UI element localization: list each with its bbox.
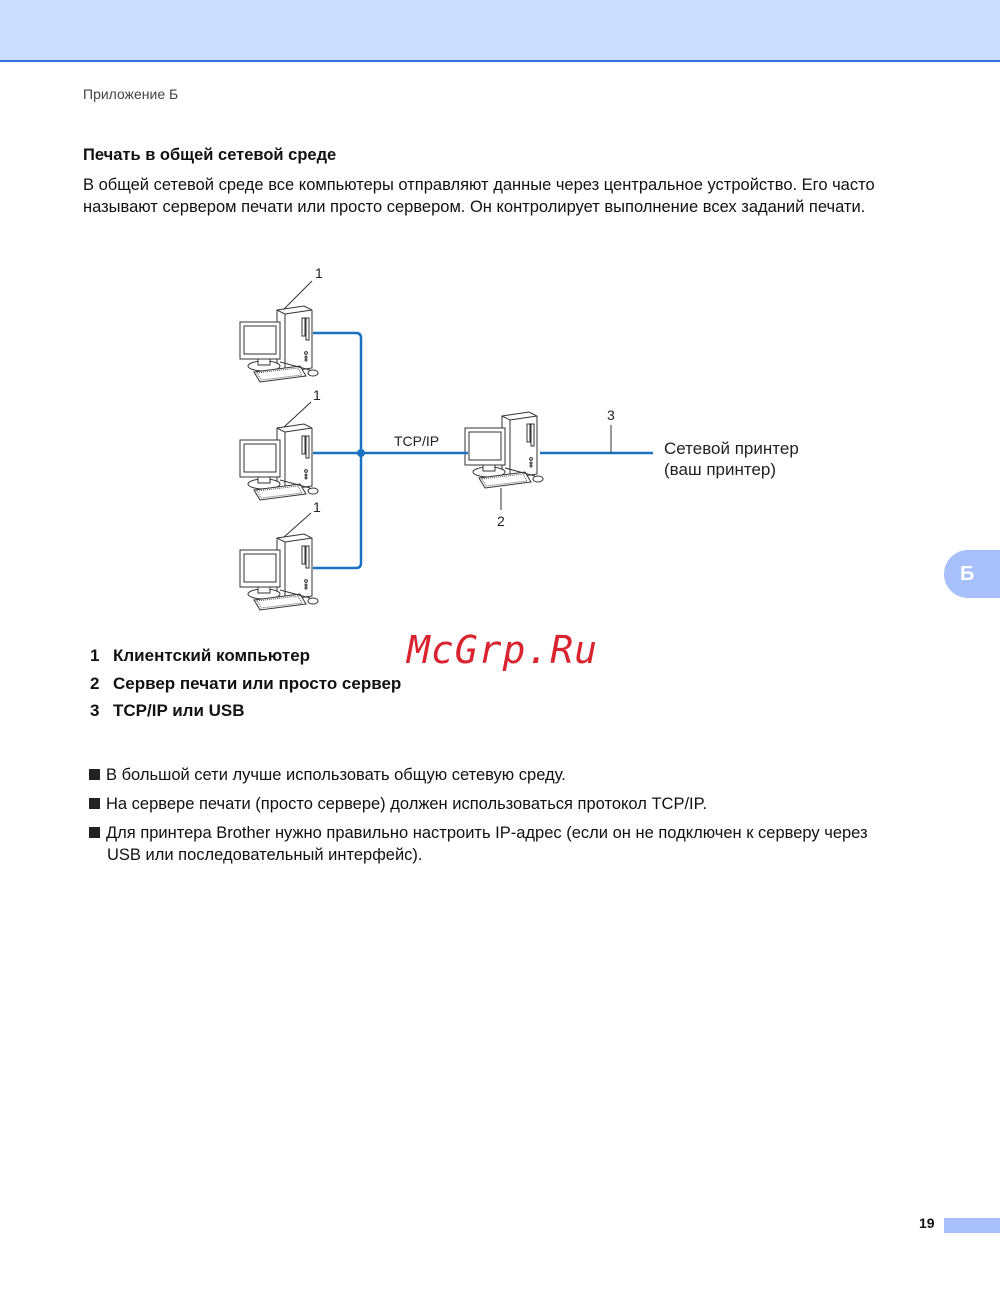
legend-num: 2: [90, 674, 100, 693]
printer-label: (ваш принтер): [664, 460, 776, 479]
footer-bar: [944, 1218, 1000, 1233]
watermark: McGrp.Ru: [407, 628, 599, 672]
chapter-tab[interactable]: Б: [944, 550, 1000, 598]
client-computer-3: [239, 533, 319, 611]
protocol-label: TCP/IP: [394, 433, 439, 449]
callout-leaders: [283, 280, 612, 538]
legend-text: Клиентский компьютер: [113, 646, 311, 665]
section-heading: Печать в общей сетевой среде: [83, 146, 337, 164]
bullet-icon: [89, 798, 100, 809]
section-paragraph: В общей сетевой среде все компьютеры отп…: [83, 175, 875, 218]
bullet-item: На сервере печати (просто сервере) долже…: [89, 794, 707, 816]
client-computer-2: [239, 423, 319, 501]
legend-num: 3: [90, 701, 100, 720]
running-title: Приложение Б: [83, 86, 179, 102]
print-server-computer: [464, 411, 544, 489]
paragraph-line: называют сервером печати или просто серв…: [83, 197, 866, 216]
legend-item-2: 2 Сервер печати или просто сервер: [90, 674, 401, 694]
callout-1: 1: [315, 265, 323, 281]
callout-1: 1: [313, 387, 321, 403]
callout-2: 2: [497, 513, 505, 529]
bullet-item: В большой сети лучше использовать общую …: [89, 765, 566, 787]
bullet-text: Для принтера Brother нужно правильно нас…: [106, 824, 868, 842]
legend-item-1: 1 Клиентский компьютер: [90, 646, 310, 666]
junction-dot: [357, 449, 365, 457]
legend-item-3: 3 TCP/IP или USB: [90, 701, 245, 721]
legend-text: TCP/IP или USB: [113, 701, 245, 720]
bullet-icon: [89, 769, 100, 780]
bullet-text: В большой сети лучше использовать общую …: [106, 766, 566, 784]
header-bar: [0, 0, 1000, 62]
legend-num: 1: [90, 646, 100, 665]
legend-text: Сервер печати или просто сервер: [113, 674, 402, 693]
paragraph-line: В общей сетевой среде все компьютеры отп…: [83, 176, 875, 194]
bullet-item: Для принтера Brother нужно правильно нас…: [89, 823, 868, 866]
callout-1: 1: [313, 499, 321, 515]
bullet-icon: [89, 827, 100, 838]
printer-label: Сетевой принтер: [664, 439, 799, 458]
bullet-text: USB или последовательный интерфейс).: [107, 845, 423, 864]
page-number: 19: [919, 1215, 935, 1231]
bullet-text: На сервере печати (просто сервере) долже…: [106, 795, 708, 813]
client-computer-1: [239, 305, 319, 383]
callout-3: 3: [607, 407, 615, 423]
